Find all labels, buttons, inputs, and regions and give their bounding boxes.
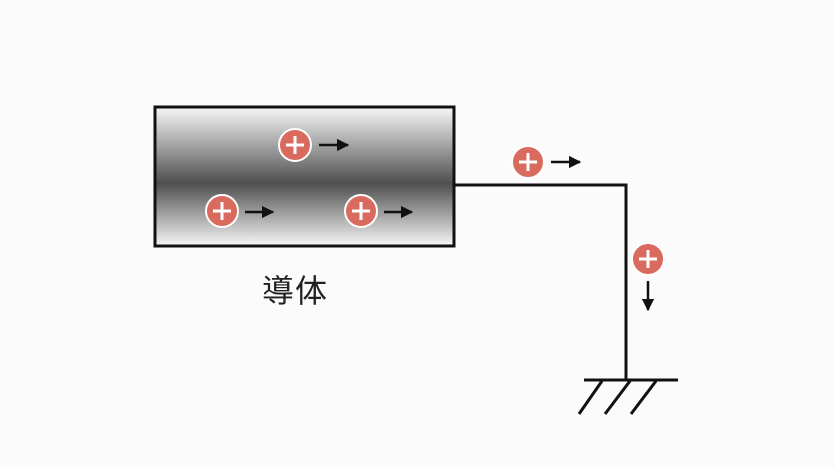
conductor-block	[153, 105, 456, 248]
positive-charge-icon	[631, 242, 665, 276]
positive-charge-icon	[278, 128, 312, 162]
positive-charge-icon	[205, 194, 239, 228]
ground-wire	[455, 183, 628, 380]
ground-icon	[577, 378, 678, 415]
positive-charge-icon	[511, 145, 545, 179]
positive-charge-icon	[344, 194, 378, 228]
conductor-label: 導体	[261, 272, 328, 310]
